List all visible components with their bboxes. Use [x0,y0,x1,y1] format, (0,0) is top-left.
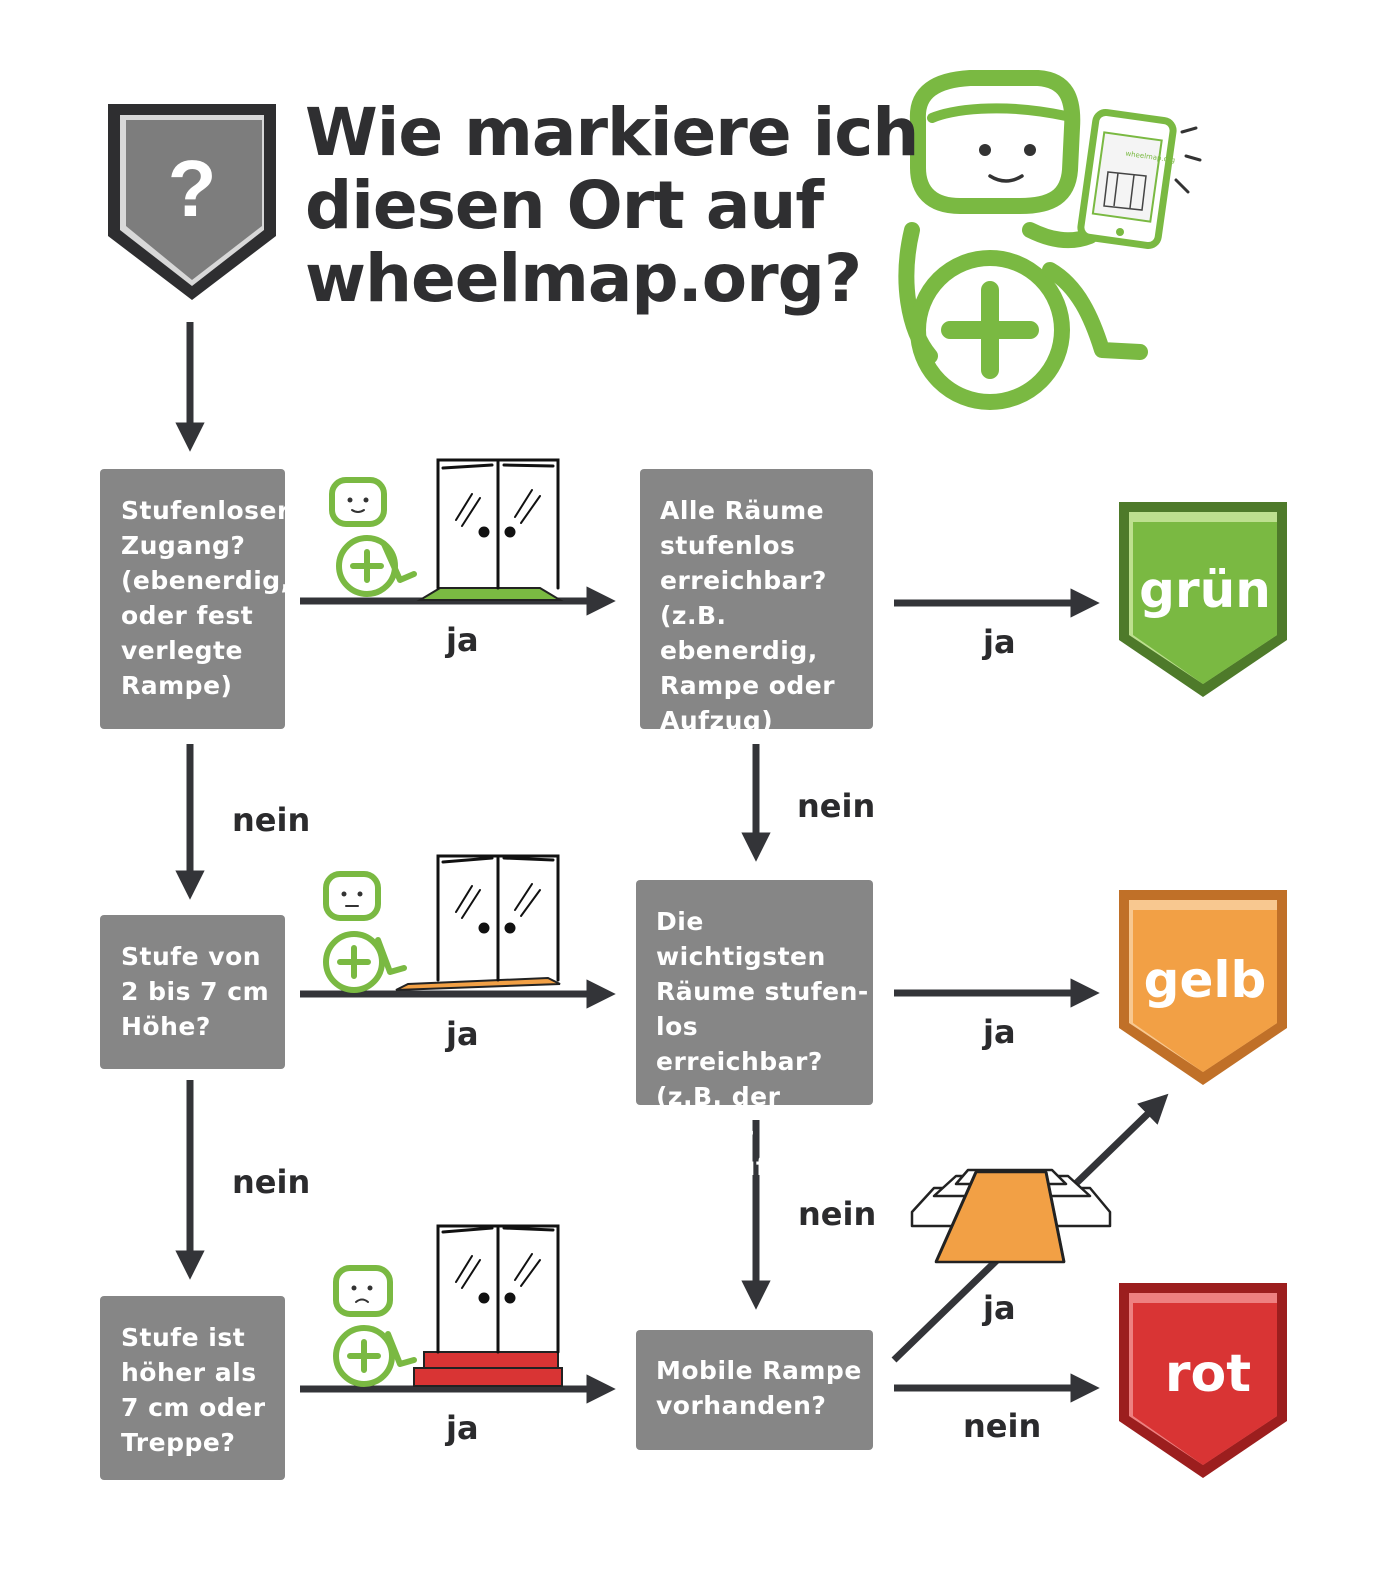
question-text: Mobile Rampe vorhanden? [656,1356,862,1420]
label-ja-q3: ja [446,1409,479,1447]
badge-green-icon [1119,502,1287,697]
phone-icon: wheelmap.org [1077,108,1202,250]
question-box-all-rooms: Alle Räume stufenlos erreichbar? (z.B. e… [640,469,873,735]
label-nein-q5: nein [798,1195,877,1233]
question-text: Die wichtigsten Räume stufen- los erreic… [656,907,870,1181]
wheelchair-mascot-happy-icon [329,477,417,597]
label-nein-q2: nein [232,1163,311,1201]
badge-red-icon [1119,1283,1287,1478]
label-nein-q1: nein [232,801,311,839]
question-shield-icon [108,104,276,300]
question-mark: ? [168,144,217,233]
page-title: Wie markiere ich diesen Ort auf wheelmap… [305,94,919,317]
door-scene-small-step [395,854,561,991]
label-nein-q4: nein [797,787,876,825]
result-green-label: grün [1139,561,1271,619]
door-scene-level [416,458,564,601]
question-box-step-free-access: Stufenloser Zugang? (ebenerdig, oder fes… [100,469,290,729]
result-yellow-label: gelb [1143,951,1267,1009]
question-text: Stufe ist höher als 7 cm oder Treppe? [121,1323,266,1457]
result-red-label: rot [1164,1344,1252,1404]
mascot-face [979,144,1036,183]
label-nein-q6: nein [963,1407,1042,1445]
label-ja-q4: ja [983,623,1016,661]
question-text: Stufe von 2 bis 7 cm Höhe? [121,942,270,1041]
mobile-ramp-icon [910,1168,1112,1264]
wheelchair-mascot-sad-icon [333,1265,417,1387]
question-box-main-rooms: Die wichtigsten Räume stufen- los erreic… [636,880,873,1181]
question-box-mobile-ramp: Mobile Rampe vorhanden? [636,1330,873,1450]
wheelchair-mascot-neutral-icon [323,871,407,993]
badge-yellow-icon [1119,890,1287,1085]
question-box-step-higher: Stufe ist höher als 7 cm oder Treppe? [100,1296,285,1480]
question-box-step-2-7cm: Stufe von 2 bis 7 cm Höhe? [100,915,285,1069]
question-text: Stufenloser Zugang? (ebenerdig, oder fes… [121,496,291,700]
label-ja-q2: ja [446,1015,479,1053]
door-scene-stairs [413,1224,563,1387]
label-ja-q5: ja [983,1013,1016,1051]
label-ja-q1: ja [446,621,479,659]
label-ja-q6: ja [983,1289,1016,1327]
question-text: Alle Räume stufenlos erreichbar? (z.B. e… [660,496,836,735]
